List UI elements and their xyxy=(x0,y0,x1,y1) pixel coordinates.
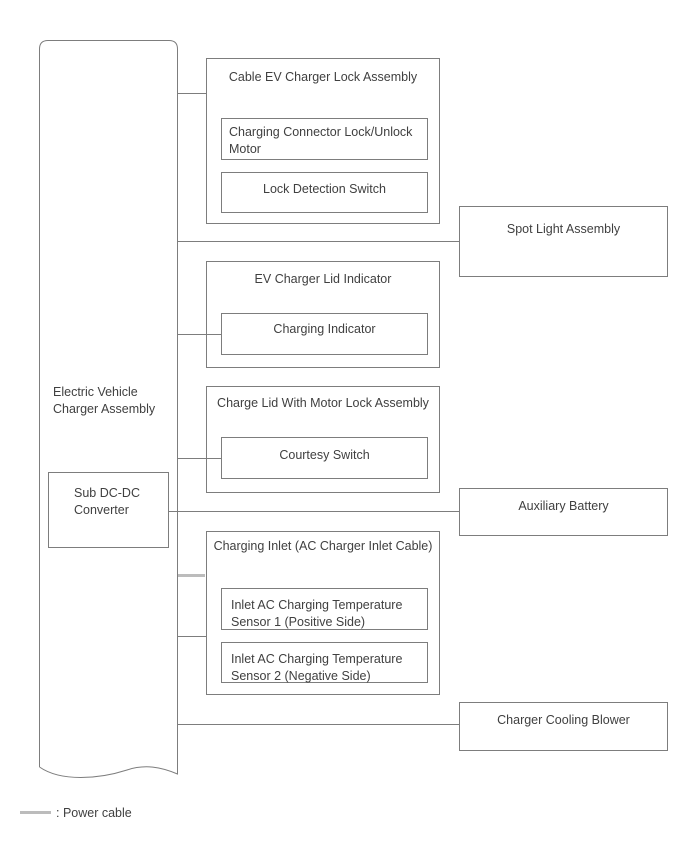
legend-power-cable-label: : Power cable xyxy=(56,806,132,820)
electric-vehicle-charger-assembly-label: Electric Vehicle Charger Assembly xyxy=(53,385,156,416)
connector-cable-lock-line xyxy=(178,93,206,94)
lock-detection-switch-box: Lock Detection Switch xyxy=(221,172,428,213)
auxiliary-battery-box: Auxiliary Battery xyxy=(459,488,668,536)
charging-inlet-box: Charging Inlet (AC Charger Inlet Cable) xyxy=(206,531,440,695)
charging-connector-lock-unlock-motor-box: Charging Connector Lock/Unlock Motor xyxy=(221,118,428,160)
connector-courtesy-switch-line xyxy=(178,458,221,459)
charge-lid-with-motor-lock-assembly-box: Charge Lid With Motor Lock Assembly xyxy=(206,386,440,493)
ev-charger-lid-indicator-box: EV Charger Lid Indicator xyxy=(206,261,440,368)
connector-charging-indicator-line xyxy=(178,334,221,335)
legend-power-cable-swatch xyxy=(20,811,51,814)
charger-cooling-blower-box: Charger Cooling Blower xyxy=(459,702,668,751)
power-cable-line xyxy=(178,574,205,577)
cable-ev-charger-lock-assembly-box: Cable EV Charger Lock Assembly xyxy=(206,58,440,224)
charging-indicator-box: Charging Indicator xyxy=(221,313,428,355)
courtesy-switch-box: Courtesy Switch xyxy=(221,437,428,479)
inlet-ac-charging-temperature-sensor-1-box: Inlet AC Charging Temperature Sensor 1 (… xyxy=(221,588,428,630)
spot-light-assembly-box: Spot Light Assembly xyxy=(459,206,668,277)
electric-vehicle-charger-assembly-box xyxy=(39,40,179,784)
connector-spot-light-line xyxy=(178,241,459,242)
connector-charging-inlet-line xyxy=(178,636,206,637)
torn-edge-box-outline xyxy=(39,40,178,778)
inlet-ac-charging-temperature-sensor-2-box: Inlet AC Charging Temperature Sensor 2 (… xyxy=(221,642,428,683)
connector-auxiliary-battery-line xyxy=(168,511,459,512)
sub-dcdc-converter-box: Sub DC-DC Converter xyxy=(48,472,169,548)
connector-cooling-blower-line xyxy=(178,724,459,725)
